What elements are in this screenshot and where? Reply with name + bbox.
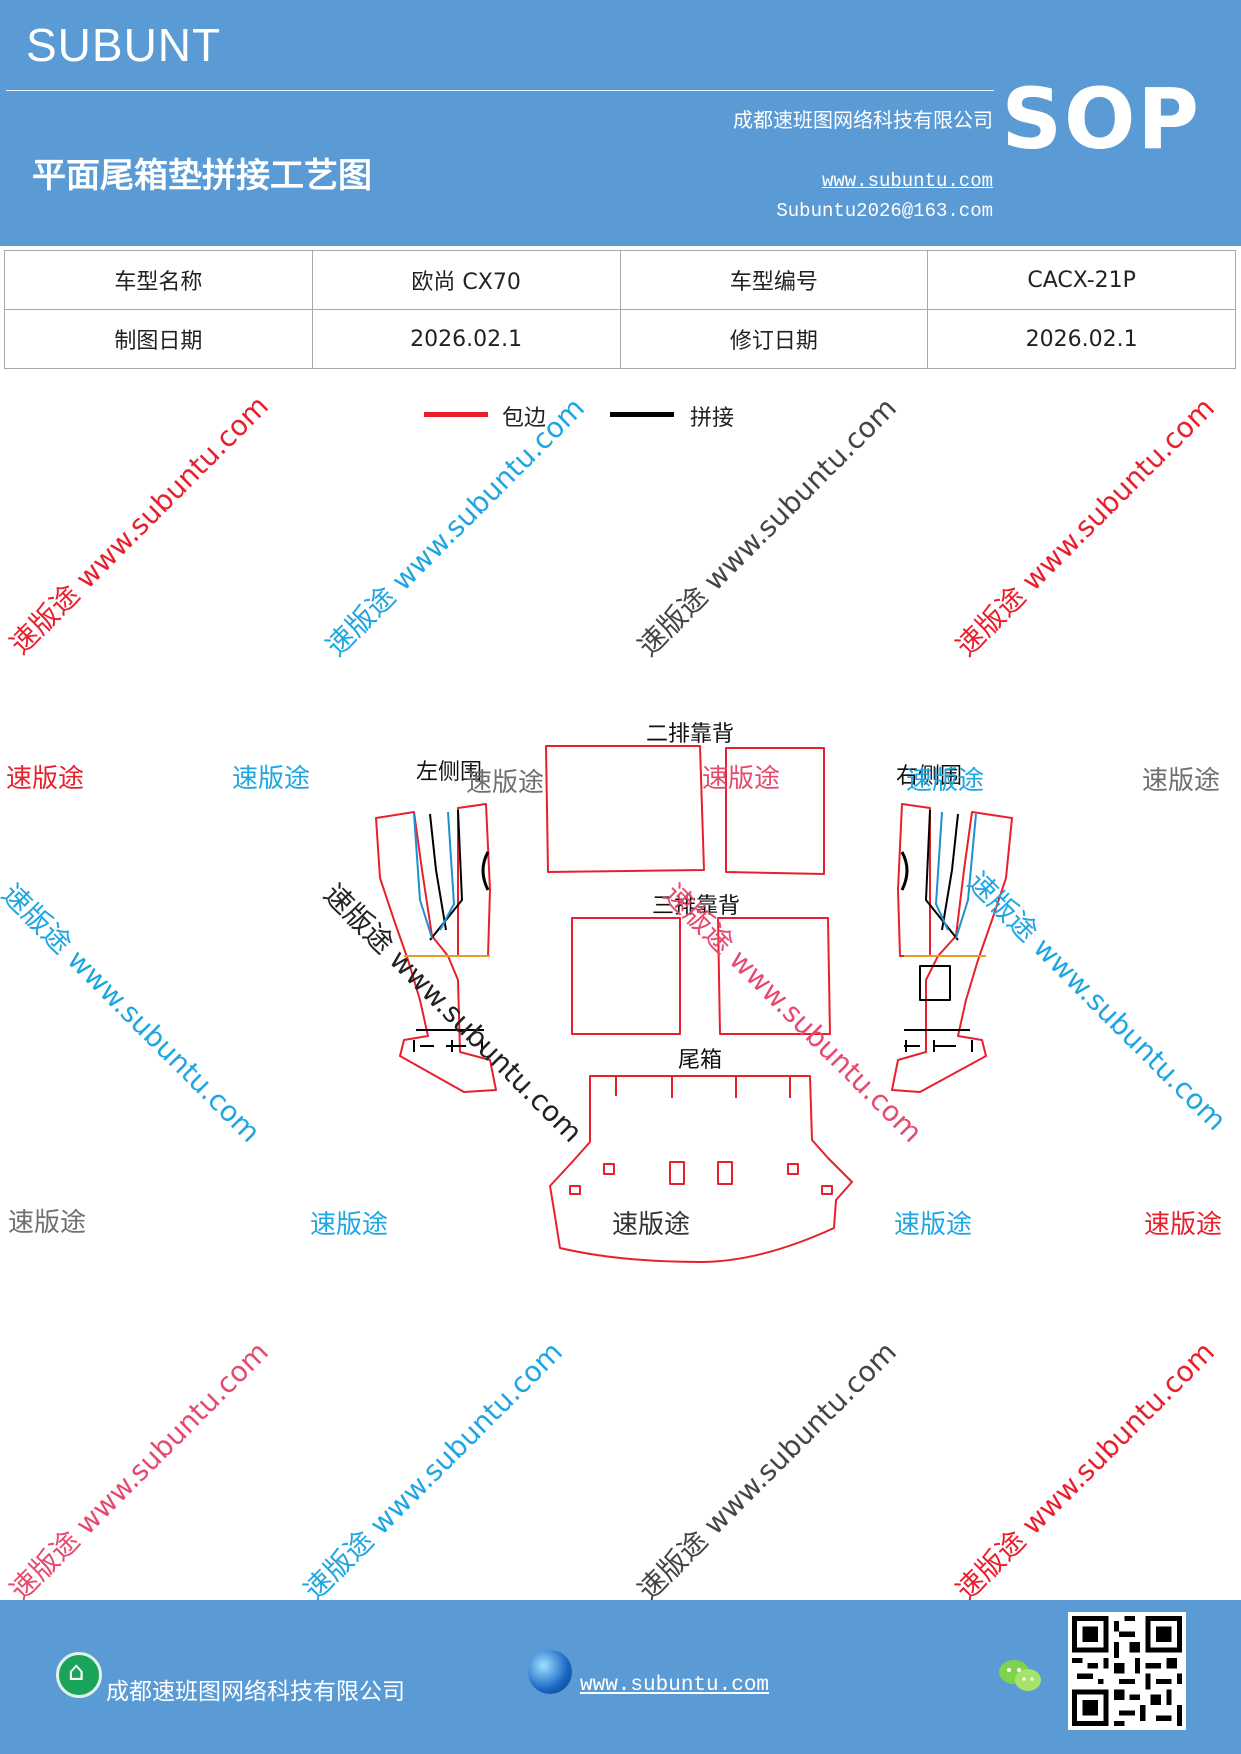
table-cell: 车型名称	[4, 250, 313, 310]
table-cell: 2026.02.1	[311, 309, 621, 369]
table-cell: 2026.02.1	[927, 309, 1236, 369]
email-address[interactable]: Subuntu2026@163.com	[776, 200, 993, 222]
second-row-back-right	[725, 747, 825, 875]
watermark-text: 速版途	[310, 1210, 389, 1240]
table-row: 车型名称 欧尚 CX70 车型编号 CACX-21P	[4, 250, 1236, 310]
legend-hem-swatch	[424, 412, 488, 417]
home-icon	[56, 1652, 102, 1698]
left-side-panel-inner	[457, 803, 491, 957]
right-side-blue	[935, 811, 977, 939]
wechat-icon[interactable]	[998, 1658, 1042, 1694]
label-second-row-back: 二排靠背	[646, 722, 735, 747]
left-side-panel-outline	[375, 811, 497, 1093]
company-name: 成都速班图网络科技有限公司	[733, 108, 993, 132]
globe-icon	[528, 1650, 572, 1694]
watermark-text: 速版途	[1142, 766, 1221, 796]
header-banner: SUBUNT 成都速班图网络科技有限公司 平面尾箱垫拼接工艺图 www.subu…	[0, 0, 1241, 246]
watermark-text: 速版途	[906, 766, 985, 796]
second-row-back-left	[545, 745, 705, 873]
table-cell: 欧尚 CX70	[311, 250, 621, 310]
left-side-blue	[413, 811, 455, 939]
legend-seam-swatch	[610, 412, 674, 417]
brand-name: SUBUNT	[26, 19, 222, 71]
left-wheel-arch	[481, 851, 490, 891]
legend-seam-label: 拼接	[690, 406, 735, 431]
legend-hem-label: 包边	[502, 406, 547, 431]
vehicle-info-table: 车型名称 欧尚 CX70 车型编号 CACX-21P 制图日期 2026.02.…	[4, 250, 1236, 369]
document-title: 平面尾箱垫拼接工艺图	[32, 156, 372, 196]
footer-company-name: 成都速班图网络科技有限公司	[106, 1679, 405, 1705]
right-side-panel-outline	[891, 811, 1013, 1093]
label-right-side: 右侧围	[896, 764, 963, 789]
legend: 包边 拼接	[0, 400, 1241, 440]
footer-banner: 成都速班图网络科技有限公司 www.subuntu.com	[0, 1600, 1241, 1754]
right-wheel-arch	[900, 851, 909, 891]
trunk-cutouts	[569, 1076, 833, 1195]
label-third-row-back: 三排靠背	[652, 894, 741, 919]
watermark-text: 速版途	[702, 764, 781, 794]
trunk-mat	[549, 1075, 853, 1263]
third-row-back-right	[717, 917, 831, 1035]
right-side-window	[919, 965, 951, 1001]
right-side-bottom-seam	[904, 1029, 973, 1052]
left-side-bottom-seam	[413, 1029, 484, 1052]
watermark-text: 速版途	[1144, 1210, 1223, 1240]
watermark-text: 速版途	[894, 1210, 973, 1240]
watermark-text: 速版途	[466, 768, 545, 798]
watermark-text: 速版途	[232, 764, 311, 794]
table-cell: CACX-21P	[927, 250, 1236, 310]
right-side-panel-inner	[897, 803, 931, 957]
sop-badge: SOP	[1001, 70, 1201, 168]
table-row: 制图日期 2026.02.1 修订日期 2026.02.1	[4, 309, 1236, 369]
watermark-text: 速版途	[6, 764, 85, 794]
label-trunk: 尾箱	[678, 1048, 723, 1073]
qr-code-icon[interactable]	[1068, 1612, 1186, 1730]
table-cell: 制图日期	[4, 309, 313, 369]
header-divider	[6, 90, 994, 91]
table-cell: 修订日期	[619, 309, 929, 369]
website-link[interactable]: www.subuntu.com	[821, 170, 993, 192]
footer-website-link[interactable]: www.subuntu.com	[580, 1674, 770, 1697]
third-row-back-left	[571, 917, 681, 1035]
label-left-side: 左侧围	[416, 760, 483, 785]
table-cell: 车型编号	[619, 250, 929, 310]
watermark-text: 速版途	[612, 1210, 691, 1240]
watermark-text: 速版途	[8, 1208, 87, 1238]
